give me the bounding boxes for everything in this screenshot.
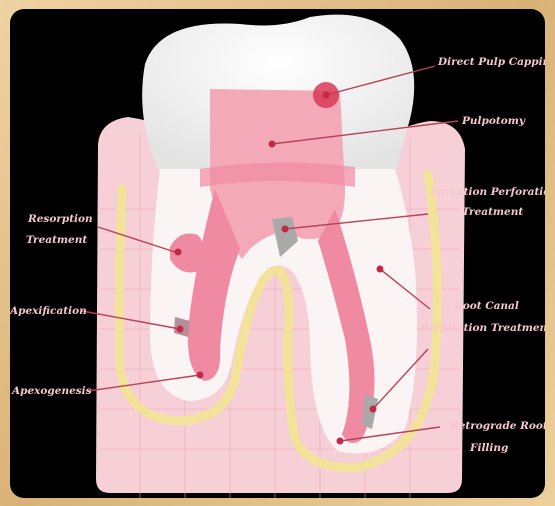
dot-pulpotomy	[269, 141, 276, 148]
diagram-panel: Direct Pulp Capping Pulpotomy Furcation …	[10, 9, 545, 498]
label-pulpotomy: Pulpotomy	[461, 115, 526, 127]
label-root-canal-perforation-line1: Root Canal	[453, 300, 519, 312]
label-furcation-perforation-line1: Furcation Perforation	[429, 186, 545, 198]
dot-root-canal-perforation	[377, 266, 384, 273]
dot-direct-pulp-capping	[323, 92, 330, 99]
label-root-canal-perforation-line2: Perforation Treatment	[419, 322, 545, 334]
dot-resorption	[175, 249, 182, 256]
label-furcation-perforation-line2: Treatment	[462, 206, 523, 218]
dot-apexogenesis	[197, 372, 204, 379]
tooth-diagram: Direct Pulp Capping Pulpotomy Furcation …	[10, 9, 545, 498]
label-resorption-line1: Resorption	[27, 213, 93, 225]
label-apexogenesis: Apexogenesis	[11, 385, 92, 397]
label-retrograde-root-filling-line1: Retrograde Root	[449, 420, 545, 432]
label-resorption-line2: Treatment	[26, 234, 87, 246]
dot-furcation-perforation	[282, 226, 289, 233]
label-direct-pulp-capping: Direct Pulp Capping	[437, 56, 545, 68]
dot-retrograde-root-filling	[337, 438, 344, 445]
dot-retrograde-mid	[370, 406, 377, 413]
dot-apexification	[177, 326, 184, 333]
label-retrograde-root-filling-line2: Filling	[469, 442, 508, 454]
label-apexification: Apexification	[10, 305, 87, 317]
